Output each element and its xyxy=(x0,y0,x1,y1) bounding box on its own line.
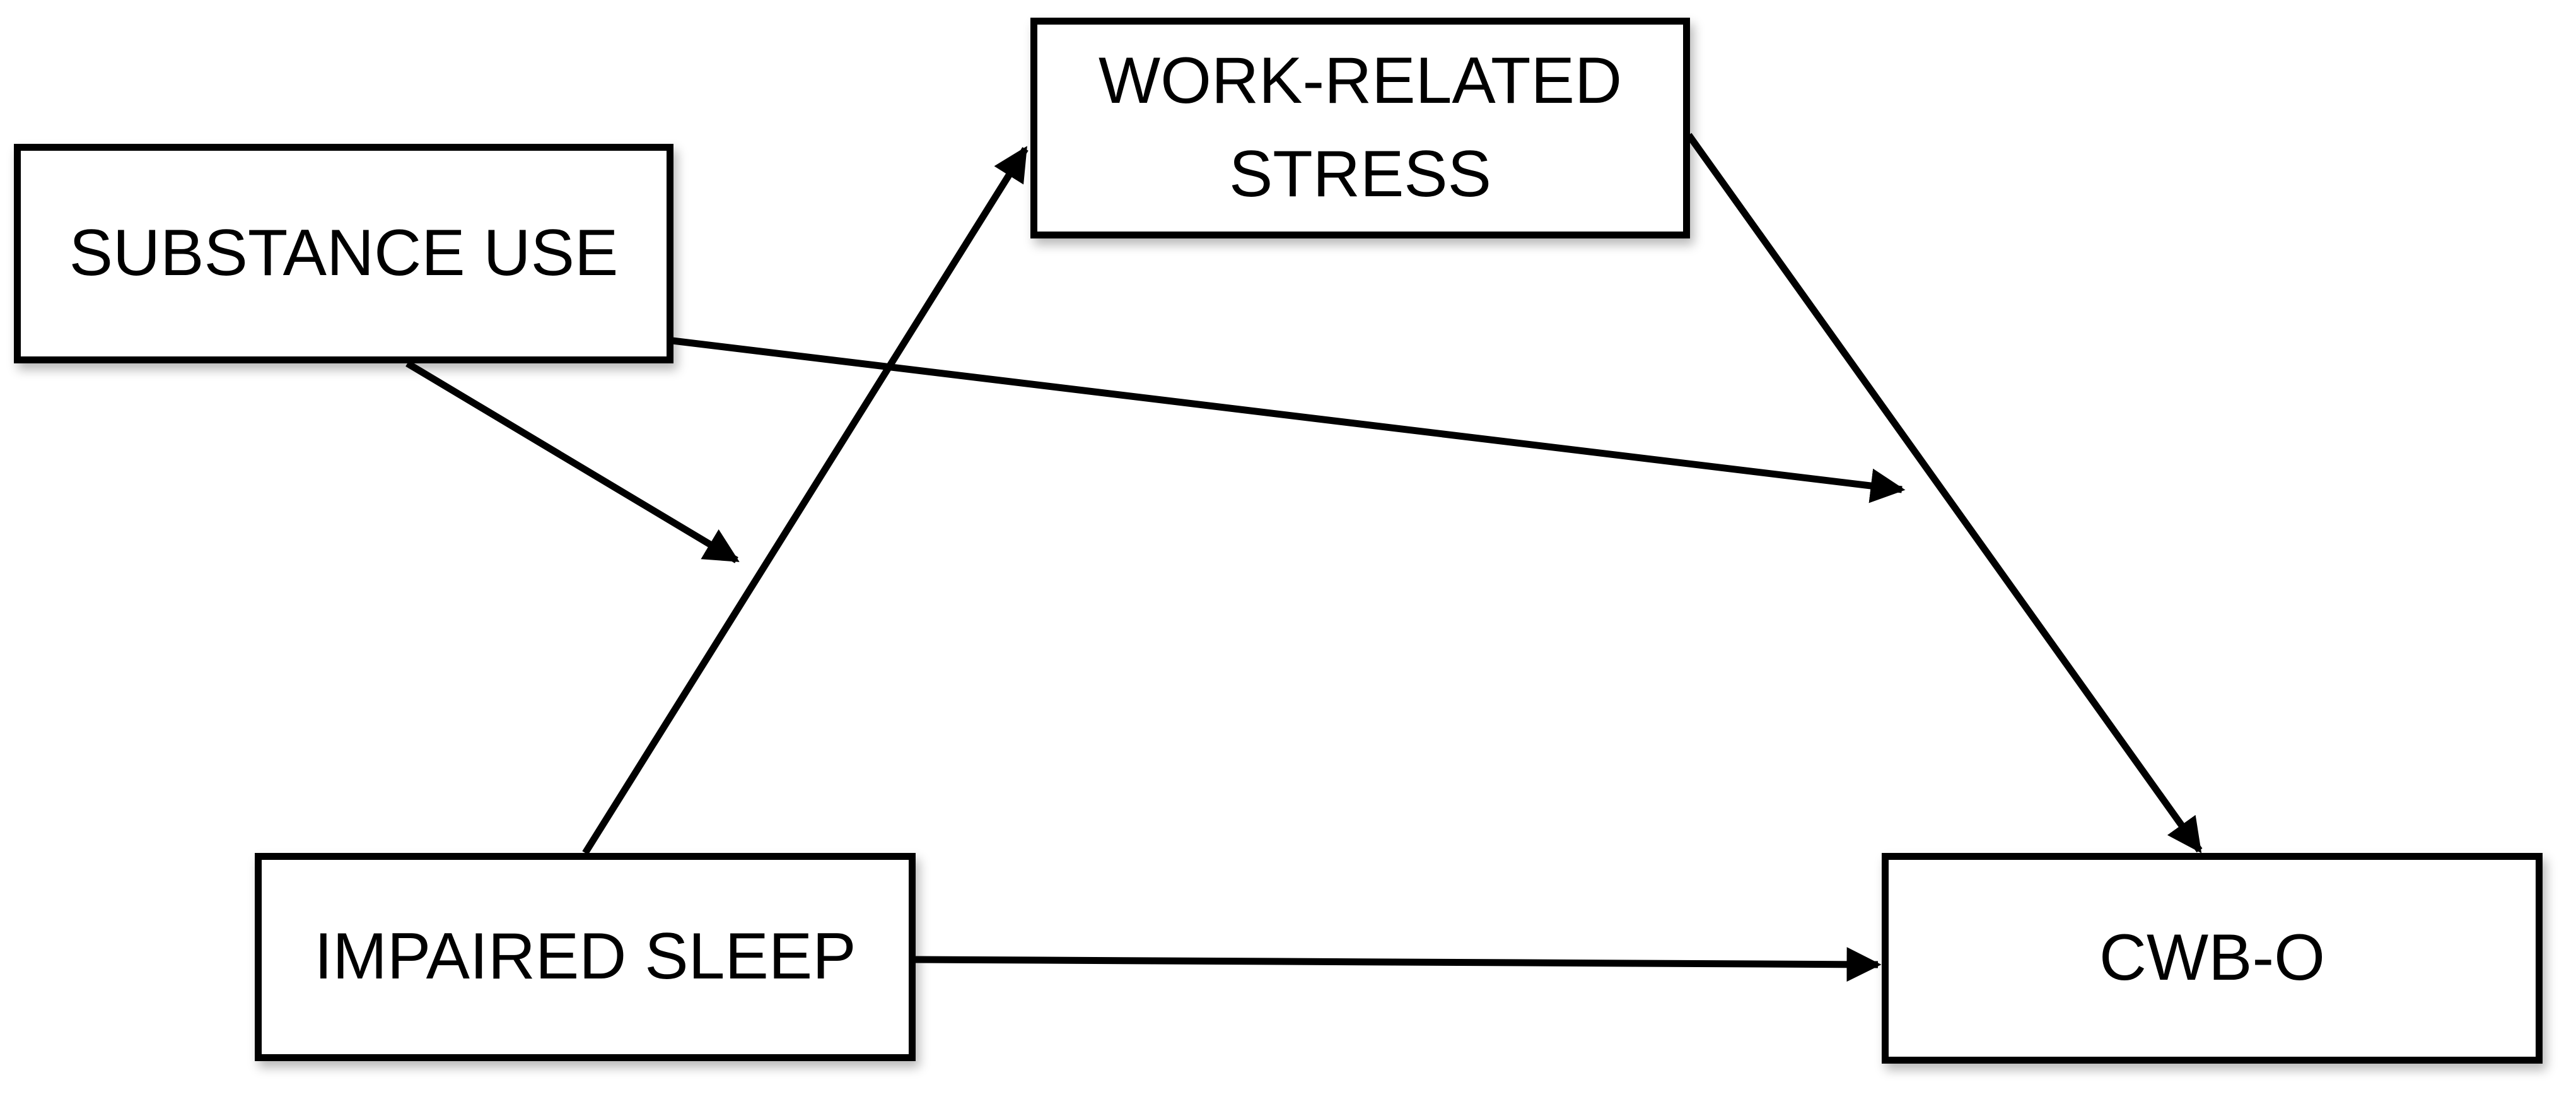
moderation-arrow-substance-use-on-b-path xyxy=(672,337,1906,503)
edge-work-related-stress-to-cwb-o xyxy=(1686,132,2203,854)
node-impaired-sleep-label: IMPAIRED SLEEP xyxy=(314,920,856,994)
moderation-arrow-substance-use-on-a-path xyxy=(405,360,740,563)
node-cwb-o: CWB-O xyxy=(1882,853,2543,1064)
node-work-related-stress: WORK-RELATED STRESS xyxy=(1030,18,1690,238)
node-substance-use-label: SUBSTANCE USE xyxy=(69,216,619,290)
node-impaired-sleep: IMPAIRED SLEEP xyxy=(255,853,916,1061)
node-substance-use: SUBSTANCE USE xyxy=(14,144,673,363)
edge-impaired-sleep-to-cwb-o xyxy=(915,947,1882,982)
edge-impaired-sleep-to-work-related-stress xyxy=(582,146,1029,855)
node-work-related-stress-label: WORK-RELATED STRESS xyxy=(1098,44,1623,211)
node-cwb-o-label: CWB-O xyxy=(2099,921,2326,995)
